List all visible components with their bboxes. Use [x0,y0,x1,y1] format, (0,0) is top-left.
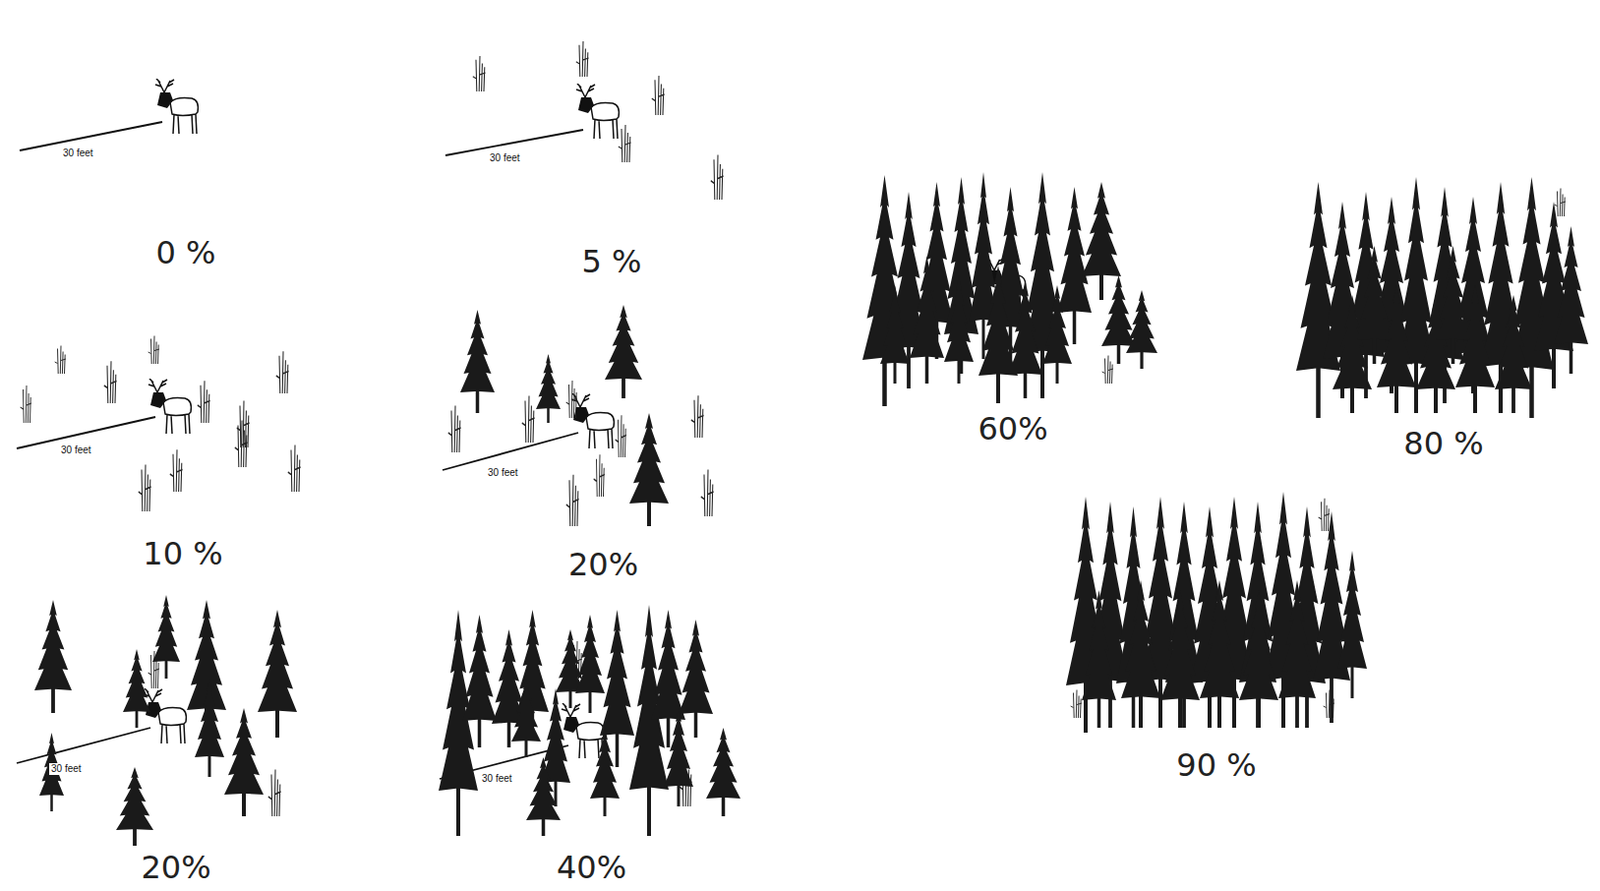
distance-label: 30 feet [60,147,96,160]
cover-percent: 20% [15,849,337,886]
cover-ellipse: 80 % [1296,203,1592,470]
ellipse-outline [444,28,779,230]
cover-percent: 10 % [15,535,351,572]
cover-ellipse: 30 feet 20% [15,632,337,891]
ellipse-outline [18,9,354,227]
ellipse-outline [441,339,766,536]
ellipse-outline [15,632,337,832]
ellipse-outline [1066,516,1367,709]
cover-ellipse: 90 % [1066,516,1367,791]
cover-ellipse: 60% [862,209,1164,455]
distance-label: 30 feet [59,444,94,457]
cover-percent: 5 % [444,243,779,280]
cover-ellipse: 30 feet 20% [441,339,766,591]
cover-percent: 40% [438,849,745,886]
cover-ellipse: 30 feet 5 % [444,28,779,288]
ellipse-outline [15,308,351,521]
ellipse-outline [1296,203,1592,391]
ellipse-outline [862,209,1164,394]
cover-ellipse: 30 feet 10 % [15,308,351,580]
cover-percent: 90 % [1066,747,1367,783]
distance-label: 30 feet [485,467,521,479]
distance-label: 30 feet [487,152,523,165]
distance-label: 30 feet [49,763,84,775]
distance-label: 30 feet [479,772,515,785]
cover-percent: 0 % [18,235,354,271]
cover-ellipse: 30 feet 40% [438,637,745,891]
cover-percent: 60% [862,411,1164,447]
cover-ellipse: 30 feet 0 % [18,9,354,279]
cover-percent: 20% [441,546,766,583]
ellipse-outline [438,637,745,832]
cover-percent: 80 % [1296,425,1592,462]
